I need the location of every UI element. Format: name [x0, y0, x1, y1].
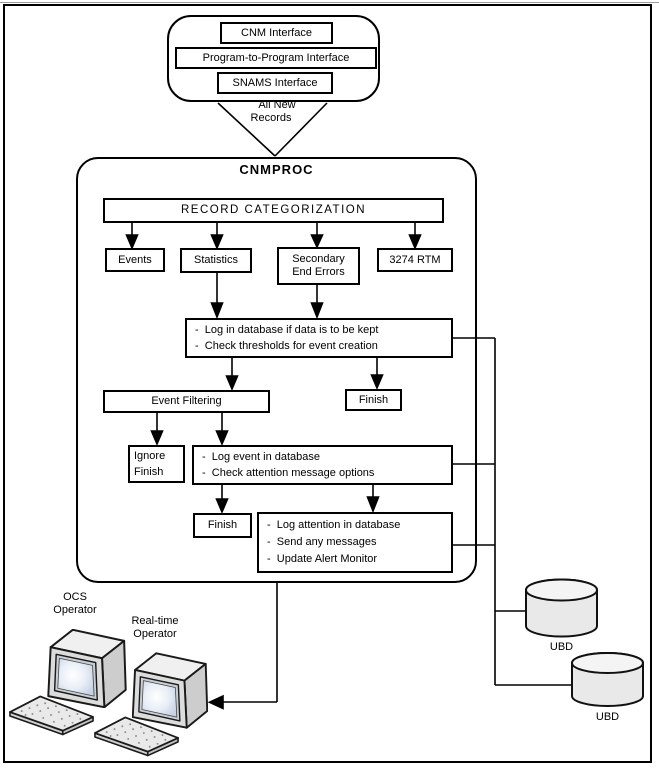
- action3-line2: - Send any messages: [267, 536, 377, 548]
- crt-monitor-icon-ocs: [47, 629, 127, 708]
- window-top-edge: [0, 2, 659, 3]
- record-categorization-box: RECORD CATEGORIZATION: [103, 198, 444, 223]
- log-attention-send-messages-box: - Log attention in database - Send any m…: [257, 512, 453, 573]
- ignore-finish-box: Ignore Finish: [128, 445, 185, 483]
- cnmproc-to-operator-arrow: [207, 582, 278, 710]
- ignore-line1: Ignore: [134, 450, 166, 462]
- finish-box-2: Finish: [193, 513, 252, 538]
- realtime-operator-line1: Real-time: [131, 615, 179, 627]
- ocs-operator-line1: OCS: [63, 591, 87, 603]
- secondary-line1: Secondary: [292, 253, 345, 265]
- cnmproc-container: [76, 157, 477, 583]
- rtm-box: 3274 RTM: [377, 248, 453, 272]
- crt-monitor-icon-realtime: [132, 652, 208, 729]
- ignore-line2: Finish: [134, 466, 164, 478]
- cnmproc-title: CNMPROC: [239, 162, 314, 177]
- database-cylinder-icon-top: [525, 578, 598, 638]
- secondary-line2: End Errors: [292, 266, 345, 278]
- funnel-label-line2: Records: [250, 112, 292, 124]
- log-event-check-attention-box: - Log event in database - Check attentio…: [192, 445, 453, 485]
- snams-interface-box: SNAMS Interface: [217, 72, 333, 94]
- program-to-program-interface-box: Program-to-Program Interface: [175, 47, 377, 69]
- log-database-check-thresholds-box: - Log in database if data is to be kept …: [185, 318, 453, 358]
- funnel-shape: [217, 102, 328, 157]
- events-box: Events: [105, 248, 165, 272]
- database-cylinder-icon-bottom: [571, 652, 644, 707]
- statistics-box: Statistics: [180, 248, 252, 273]
- ocs-operator-line2: Operator: [53, 604, 97, 616]
- database-connector-lines: [452, 337, 573, 686]
- ocs-operator-label: OCS Operator: [40, 591, 110, 617]
- action3-line3: - Update Alert Monitor: [267, 553, 378, 565]
- cnm-interface-box: CNM Interface: [220, 22, 333, 44]
- realtime-operator-label: Real-time Operator: [119, 615, 191, 641]
- funnel-label-line1: All New: [258, 99, 296, 111]
- action1-line2: - Check thresholds for event creation: [195, 340, 378, 352]
- event-filtering-box: Event Filtering: [103, 390, 270, 413]
- ubd-top-label: UBD: [549, 641, 574, 653]
- action1-line1: - Log in database if data is to be kept: [195, 324, 379, 336]
- realtime-operator-line2: Operator: [133, 628, 177, 640]
- action2-line1: - Log event in database: [202, 451, 321, 463]
- action2-line2: - Check attention message options: [202, 467, 375, 479]
- action3-line1: - Log attention in database: [267, 519, 401, 531]
- secondary-end-errors-box: Secondary End Errors: [277, 247, 360, 285]
- outer-border: [3, 4, 652, 763]
- flow-arrows: [125, 223, 422, 515]
- ubd-bottom-label: UBD: [595, 711, 620, 723]
- finish-box-1: Finish: [345, 389, 402, 411]
